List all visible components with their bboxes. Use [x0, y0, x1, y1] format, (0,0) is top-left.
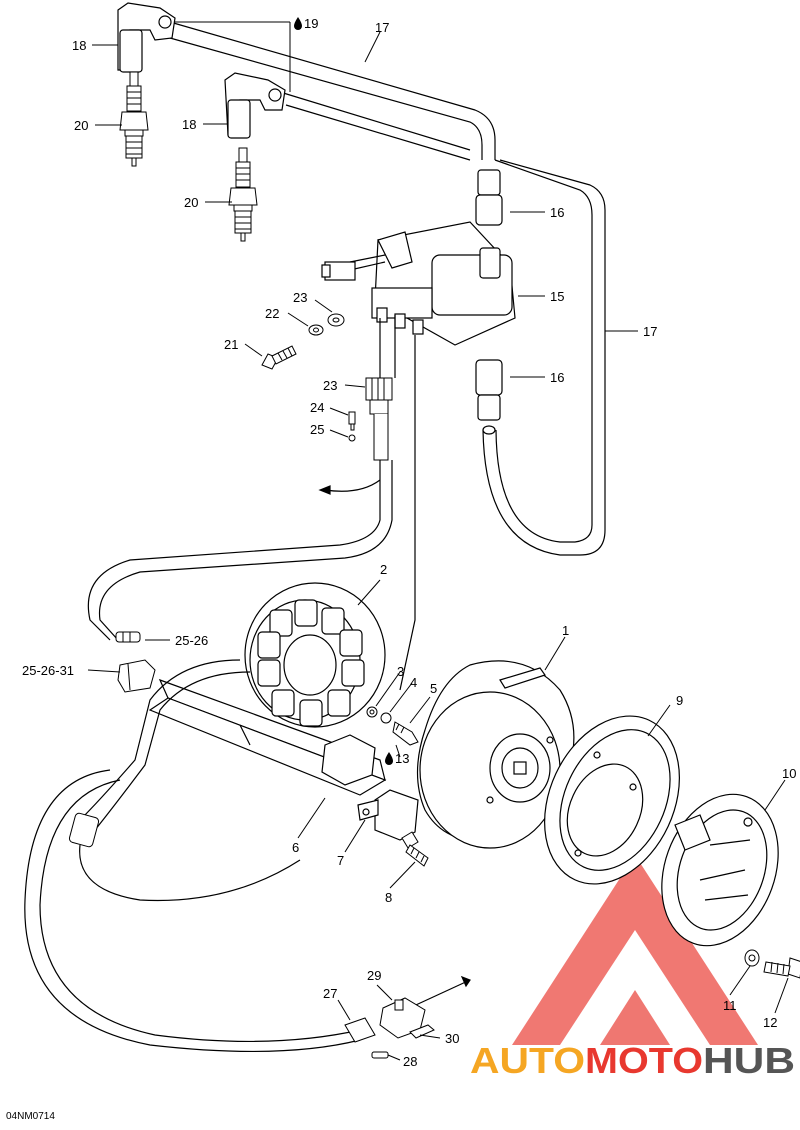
callout-18a: 18 [72, 38, 86, 53]
washer-4 [380, 712, 392, 724]
connector-harness-mid [68, 812, 100, 848]
callout-4: 4 [410, 675, 417, 690]
washer-3 [366, 706, 378, 718]
spark-plug-cap-1 [117, 2, 176, 73]
callout-25-26: 25-26 [175, 633, 208, 648]
connector-25-26 [115, 631, 141, 643]
callout-24: 24 [310, 400, 324, 415]
stator-coils [257, 599, 365, 727]
callout-20b: 20 [184, 195, 198, 210]
callout-20a: 20 [74, 118, 88, 133]
callout-21: 21 [224, 337, 238, 352]
main-harness [24, 659, 471, 1052]
callout-1: 1 [562, 623, 569, 638]
callout-29: 29 [367, 968, 381, 983]
callout-9: 9 [676, 693, 683, 708]
ht-seal-upper [475, 169, 503, 226]
seal-25 [348, 434, 356, 442]
callout-30: 30 [445, 1031, 459, 1046]
terminal-30 [409, 1024, 435, 1039]
callout-28: 28 [403, 1054, 417, 1069]
drawing-code: 04NM0714 [6, 1111, 55, 1122]
callout-12: 12 [763, 1015, 777, 1030]
connector-block [321, 734, 376, 786]
callout-16a: 16 [550, 205, 564, 220]
callout-11: 11 [723, 998, 737, 1013]
trigger-coil-7 [357, 789, 419, 841]
screw-12 [763, 957, 800, 979]
washer-23 [327, 313, 345, 327]
watermark-hub: HUB [703, 1040, 795, 1081]
stator-harness [87, 315, 416, 691]
drop-icon [294, 17, 302, 30]
connector-23 [365, 377, 393, 461]
spark-plug-2 [228, 147, 258, 242]
connector-27 [344, 1017, 376, 1043]
washer-11 [744, 949, 760, 967]
callout-23a: 23 [293, 290, 307, 305]
callout-2: 2 [380, 562, 387, 577]
callout-25: 25 [310, 422, 324, 437]
callout-22: 22 [265, 306, 279, 321]
screw-21 [261, 345, 297, 370]
callout-17a: 17 [375, 20, 389, 35]
spark-plug-cap-2 [224, 72, 286, 139]
callout-8: 8 [385, 890, 392, 905]
spark-plug-1 [119, 71, 149, 167]
callout-19: 19 [304, 16, 318, 31]
terminal-28 [371, 1051, 389, 1059]
ht-seal-lower [475, 359, 503, 435]
callout-13: 13 [395, 751, 409, 766]
connector-25-26-31 [117, 659, 156, 693]
flywheel [416, 660, 575, 849]
drop-icon [385, 752, 393, 765]
callout-6: 6 [292, 840, 299, 855]
callout-25-26-31: 25-26-31 [22, 663, 74, 678]
terminal-24 [348, 411, 356, 431]
watermark-text: AUTO MOTO HUB [470, 1040, 795, 1081]
ignition-coil [371, 221, 516, 346]
watermark-moto: MOTO [585, 1040, 703, 1081]
callout-15: 15 [550, 289, 564, 304]
watermark-logo [512, 855, 758, 1045]
starter-cup-9 [544, 715, 680, 885]
callout-labels: 18 18 20 20 19 17 16 15 16 17 23 22 21 2… [6, 16, 796, 1122]
coil-harness [321, 254, 386, 281]
watermark-auto: AUTO [470, 1040, 585, 1081]
callout-10: 10 [782, 766, 796, 781]
callout-27: 27 [323, 986, 337, 1001]
callout-16b: 16 [550, 370, 564, 385]
stator [244, 582, 386, 728]
callout-7: 7 [337, 853, 344, 868]
callout-3: 3 [397, 664, 404, 679]
high-tension-cable [169, 21, 606, 556]
screw-8 [401, 831, 429, 867]
callout-17b: 17 [643, 324, 657, 339]
pulley-10 [661, 793, 779, 947]
leader-lines [87, 21, 789, 1061]
screw-5 [392, 721, 419, 746]
callout-5: 5 [430, 681, 437, 696]
callout-23b: 23 [323, 378, 337, 393]
washer-22 [308, 324, 324, 336]
callout-18b: 18 [182, 117, 196, 132]
